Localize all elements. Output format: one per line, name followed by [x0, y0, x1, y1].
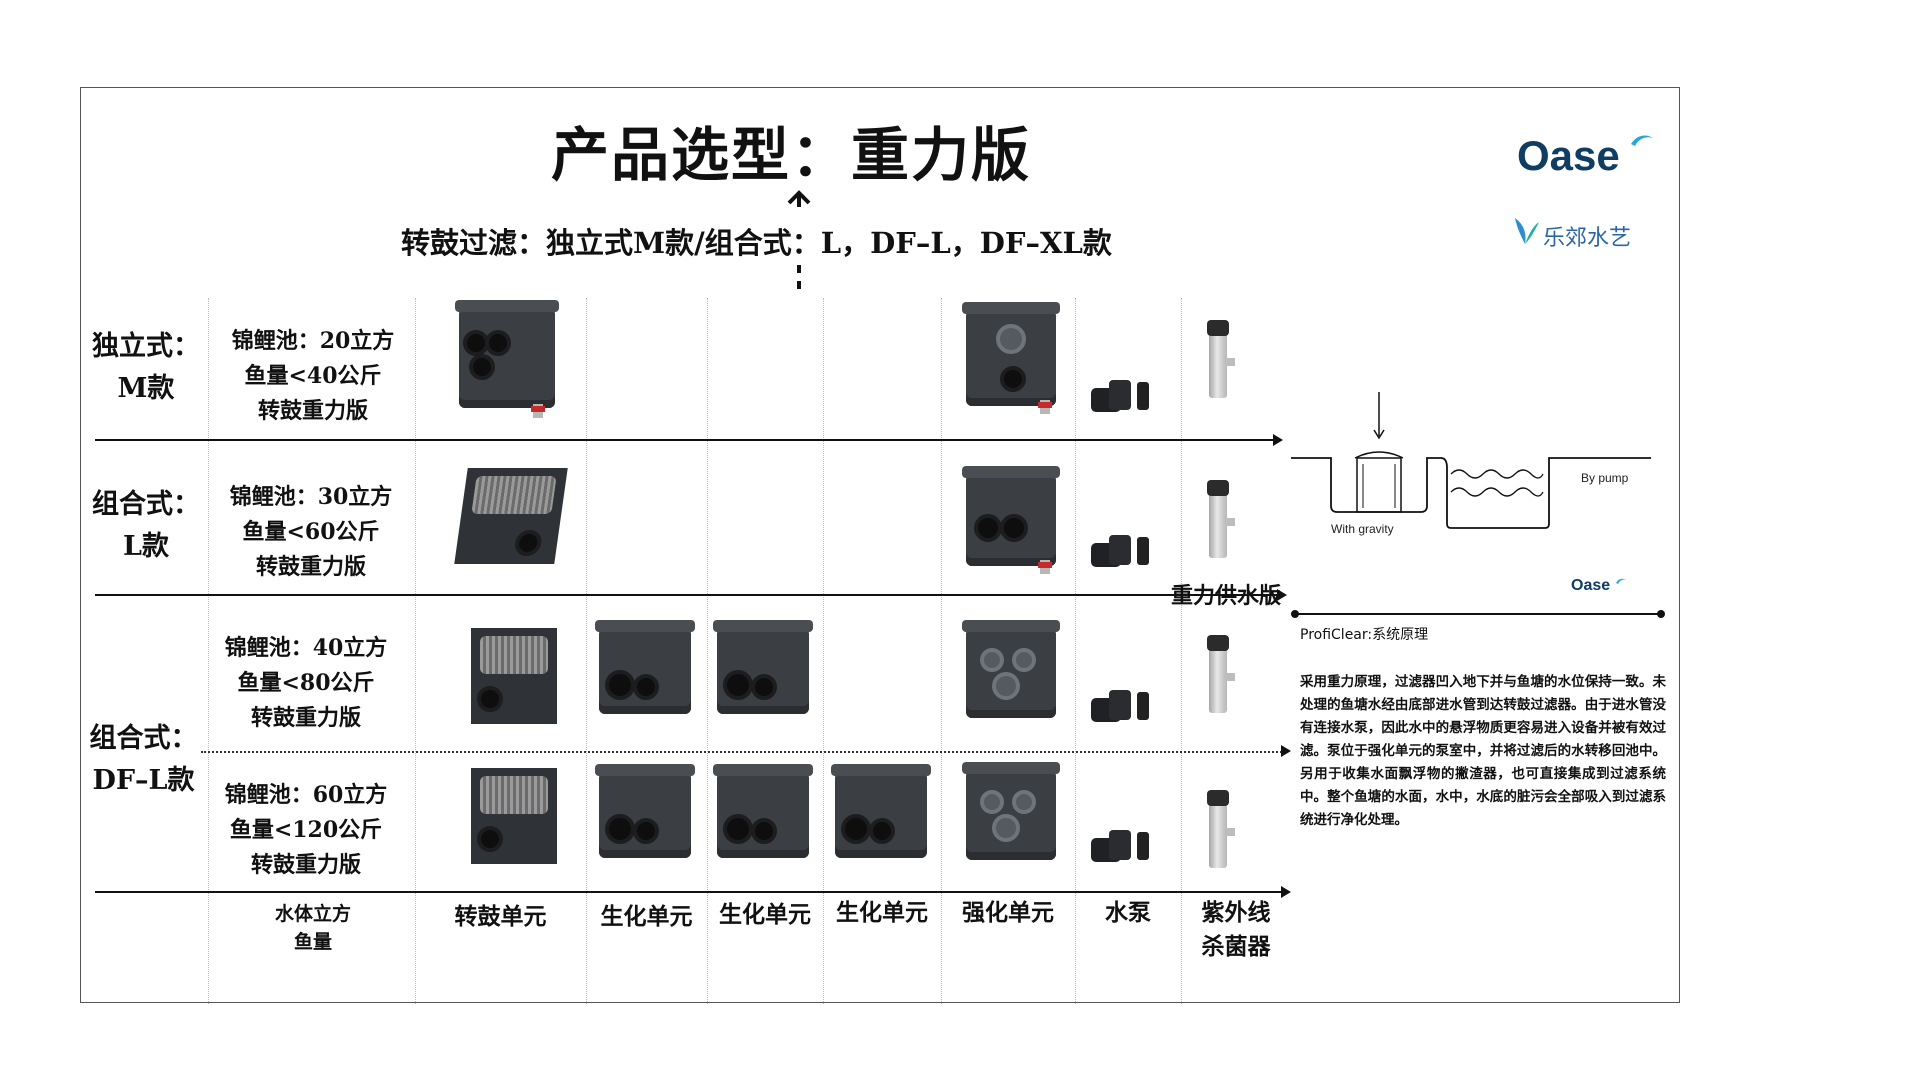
- row-line: [95, 439, 1277, 441]
- wave-icon: [1631, 135, 1653, 146]
- drum-filter-df-image: [471, 768, 557, 864]
- enhanced-unit-df-image: [962, 762, 1060, 860]
- col-label-bio-1: 生化单元: [600, 903, 693, 930]
- bio-unit-image: [713, 764, 813, 858]
- uvc-image: [1201, 318, 1237, 402]
- pump-image: [1091, 378, 1161, 418]
- pump-image: [1091, 828, 1161, 868]
- spec-l: 锦鲤池：30立方鱼量<60公斤转鼓重力版: [229, 484, 393, 580]
- col-sep: [707, 298, 708, 1004]
- col-sep: [208, 298, 209, 1004]
- divider-arrow: [787, 190, 811, 289]
- row-arrow: [1281, 886, 1291, 898]
- col-label-uvc: 紫外线杀菌器: [1201, 899, 1271, 960]
- row-label-l: 组合式：L款: [92, 489, 200, 562]
- spec-df-40: 锦鲤池：40立方鱼量<80公斤转鼓重力版: [224, 635, 388, 731]
- principle-paragraph: 采用重力原理，过滤器凹入地下并与鱼塘的水位保持一致。未处理的鱼塘水经由底部进水管…: [1300, 674, 1666, 828]
- lejiao-logo: 乐郊水艺: [1515, 218, 1631, 252]
- drum-filter-l-image: [454, 468, 568, 564]
- drum-filter-m-image: [455, 300, 559, 418]
- col-label-volume: 水体立方鱼量: [274, 903, 351, 953]
- pump-image: [1091, 688, 1161, 728]
- spec-m: 锦鲤池：20立方鱼量<40公斤转鼓重力版: [231, 328, 395, 424]
- col-label-bio-2: 生化单元: [719, 901, 811, 928]
- row-arrow: [1273, 434, 1283, 446]
- enhanced-unit-l-image: [962, 466, 1060, 574]
- principle-label: ProfiClear:系统原理: [1300, 627, 1429, 643]
- gravity-diagram: [1291, 392, 1651, 529]
- with-gravity-label: With gravity: [1331, 522, 1394, 536]
- uvc-image: [1201, 478, 1237, 562]
- col-label-drum: 转鼓单元: [454, 903, 547, 930]
- bio-unit-image: [713, 620, 813, 714]
- col-label-pump: 水泵: [1105, 899, 1151, 926]
- bio-unit-image: [595, 620, 695, 714]
- oase-small-logo: Oase: [1571, 577, 1626, 595]
- col-label-enhanced: 强化单元: [962, 899, 1054, 926]
- col-sep: [415, 298, 416, 1004]
- col-sep: [823, 298, 824, 1004]
- selection-slide: 产品选型：重力版 转鼓过滤：独立式M款/组合式：L，DF–L，DF–XL款 Oa…: [80, 87, 1680, 1004]
- col-sep: [1181, 298, 1182, 1004]
- bio-unit-image: [831, 764, 931, 858]
- uvc-image: [1201, 633, 1237, 717]
- row-label-m: 独立式：M款: [92, 331, 200, 404]
- col-sep: [1075, 298, 1076, 1004]
- uvc-image: [1201, 788, 1237, 872]
- row-arrow: [1277, 589, 1287, 601]
- drum-filter-df-image: [471, 628, 557, 724]
- row-line: [95, 594, 1281, 596]
- enhanced-unit-df-image: [962, 620, 1060, 718]
- page-title: 产品选型：重力版: [551, 121, 1032, 189]
- wave-icon: [1616, 578, 1626, 584]
- row-divider-dotted: [201, 751, 1285, 753]
- page-subtitle: 转鼓过滤：独立式M款/组合式：L，DF–L，DF–XL款: [401, 226, 1112, 260]
- spec-df-60: 锦鲤池：60立方鱼量<120公斤转鼓重力版: [224, 782, 388, 878]
- row-line: [95, 891, 1285, 893]
- bio-unit-image: [595, 764, 695, 858]
- lejiao-mark-icon: [1515, 218, 1539, 244]
- enhanced-unit-m-image: [962, 302, 1060, 414]
- by-pump-label: By pump: [1581, 471, 1629, 485]
- col-sep: [941, 298, 942, 1004]
- diagram-title: 重力供水版: [1171, 584, 1282, 609]
- row-arrow: [1281, 745, 1291, 757]
- col-sep: [586, 298, 587, 1004]
- row-label-df-l: 组合式：DF–L款: [89, 723, 198, 796]
- oase-logo: Oase: [1517, 132, 1653, 180]
- col-label-bio-3: 生化单元: [836, 899, 928, 926]
- diagram-rule: [1291, 610, 1665, 618]
- pump-image: [1091, 533, 1161, 573]
